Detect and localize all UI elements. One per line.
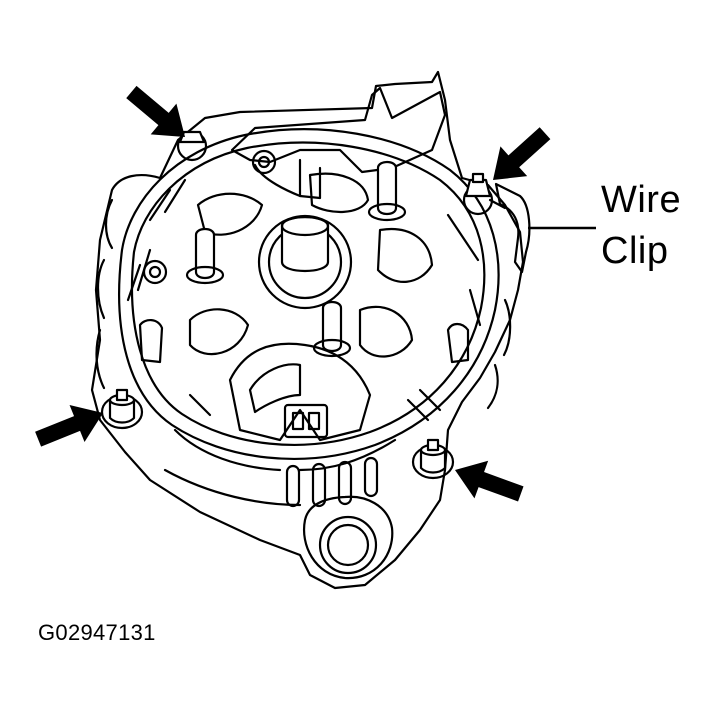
arrow-icon bbox=[35, 404, 103, 447]
arrow-icon bbox=[455, 460, 524, 502]
arrow-icon bbox=[126, 85, 185, 137]
rear-cover-details bbox=[126, 86, 482, 442]
mounting-bolts bbox=[100, 130, 494, 480]
arrow-icon bbox=[493, 127, 551, 180]
alternator-housing bbox=[90, 70, 525, 590]
wire-clip-icon bbox=[488, 182, 531, 274]
callout-label-wire: Wire bbox=[601, 179, 682, 221]
bolt-icon bbox=[176, 130, 208, 162]
figure-id: G02947131 bbox=[38, 620, 156, 645]
bolt-icon bbox=[100, 388, 144, 430]
bolt-icon bbox=[411, 438, 455, 480]
callout-label-clip: Clip bbox=[601, 230, 669, 272]
